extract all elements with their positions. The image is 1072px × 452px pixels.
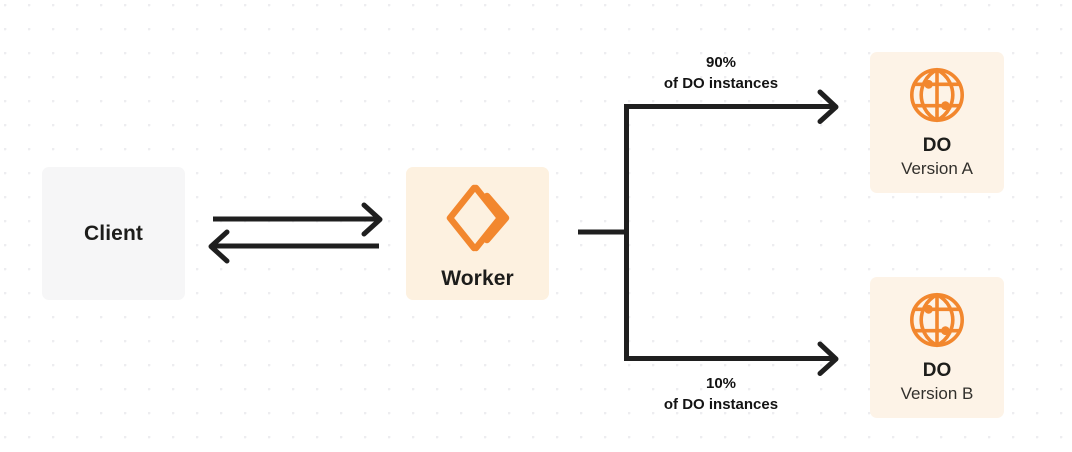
node-do-version-a[interactable]: DO Version A bbox=[870, 52, 1004, 193]
edge-label-worker-to-do-a: 90% of DO instances bbox=[631, 52, 811, 94]
node-do-a-sublabel: Version A bbox=[901, 158, 973, 178]
node-do-a-label: DO bbox=[922, 135, 952, 157]
globe-icon bbox=[908, 66, 966, 124]
edge-label-bottom-percent: 10% bbox=[705, 375, 737, 392]
node-client-label: Client bbox=[84, 221, 143, 245]
cloudflare-workers-icon bbox=[445, 183, 511, 253]
edge-label-worker-to-do-b: 10% of DO instances bbox=[631, 373, 811, 415]
node-client[interactable]: Client bbox=[42, 167, 185, 300]
arrow-worker-to-client bbox=[208, 229, 379, 264]
node-worker-label: Worker bbox=[441, 266, 514, 290]
node-do-b-sublabel: Version B bbox=[900, 383, 974, 403]
edge-label-bottom-description: of DO instances bbox=[663, 396, 779, 413]
node-worker[interactable]: Worker bbox=[406, 167, 549, 300]
arrow-client-to-worker bbox=[213, 202, 383, 237]
node-do-version-b[interactable]: DO Version B bbox=[870, 277, 1004, 418]
node-do-b-label: DO bbox=[922, 360, 952, 382]
arrow-worker-to-do-b bbox=[624, 341, 839, 376]
globe-icon bbox=[908, 291, 966, 349]
edge-label-top-description: of DO instances bbox=[663, 75, 779, 92]
connector-worker-split bbox=[578, 106, 629, 359]
edge-label-top-percent: 90% bbox=[705, 54, 737, 71]
arrow-worker-to-do-a bbox=[624, 89, 839, 124]
